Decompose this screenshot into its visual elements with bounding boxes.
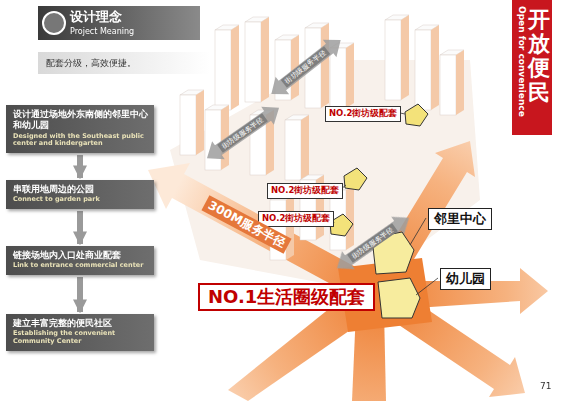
- node-subtext: Establishing the convenient Community Ce…: [13, 330, 148, 346]
- node-text: NO.2街坊级配套: [329, 108, 397, 120]
- service-arrows: [331, 209, 416, 277]
- flow-arrow: [77, 155, 83, 178]
- theme-band: 开放便民Open for convenience: [512, 0, 552, 135]
- residential-towers: [385, 15, 409, 100]
- facility-buildings: [378, 278, 420, 318]
- node-text: NO.2街坊级配套: [262, 213, 330, 225]
- node-text: 幼儿园: [446, 270, 485, 288]
- residential-towers: [245, 17, 269, 102]
- service-arrows: [201, 31, 416, 277]
- facility-callout: 幼儿园: [440, 268, 491, 290]
- node-text: NO.2街坊级配套: [271, 185, 339, 197]
- level-callout: NO.1生活圈级配套: [198, 283, 375, 311]
- facility-callout: NO.2街坊级配套: [325, 106, 401, 122]
- subtitle: Project Meaning: [70, 27, 134, 36]
- step-box: 建立丰富完整的便民社区Establishing the convenient C…: [6, 314, 154, 351]
- service-arrows: [265, 31, 348, 103]
- node-subtext: Link to entrance commercial center: [13, 262, 148, 270]
- header-bar: [38, 6, 210, 74]
- facility-callout: NO.2街坊级配套: [267, 183, 343, 199]
- facility-callout: NO.2街坊级配套: [258, 211, 334, 227]
- residential-towers: [215, 25, 239, 110]
- slide-title: 设计理念: [70, 8, 122, 26]
- node-text: 邻里中心: [434, 210, 486, 228]
- service-arrows: [265, 31, 348, 103]
- step-box: 链接场地内入口处商业配套Link to entrance commercial …: [6, 246, 154, 275]
- leader-lines: [416, 278, 438, 295]
- residential-towers: [285, 115, 309, 180]
- flow-arrow: [77, 277, 83, 312]
- node-text: 开放便民: [528, 8, 550, 105]
- node-text: 链接场地内入口处商业配套: [13, 250, 148, 261]
- intro-note: 配套分级，高效便捷。: [46, 57, 136, 70]
- radius-arrows: [148, 141, 548, 401]
- node-text: NO.1生活圈级配套: [208, 285, 365, 309]
- leader-lines: [410, 218, 426, 245]
- node-subtext: Open for convenience: [517, 6, 527, 117]
- node-text: 建立丰富完整的便民社区: [13, 318, 148, 329]
- residential-towers: [180, 90, 204, 155]
- facility-buildings: [405, 104, 428, 126]
- header-bar: [38, 6, 200, 40]
- node-text: 串联用地周边的公园: [13, 184, 148, 195]
- node-subtext: Connect to garden park: [13, 196, 148, 204]
- step-box: 设计通过场地外东南侧的邻里中心和幼儿园Designed with the Sou…: [6, 105, 154, 153]
- flow-arrow: [77, 211, 83, 244]
- residential-towers: [415, 25, 439, 110]
- node-text: 设计通过场地外东南侧的邻里中心和幼儿园: [13, 109, 148, 132]
- header-bar: [38, 52, 210, 74]
- service-arrows: [331, 209, 416, 277]
- service-arrows: [201, 99, 286, 167]
- facility-buildings: [344, 168, 367, 190]
- residential-towers: [440, 50, 464, 115]
- page-number: 71: [540, 381, 551, 391]
- service-arrows: [201, 99, 286, 167]
- residential-towers: [180, 15, 464, 260]
- leader-lines: [332, 113, 438, 295]
- node-subtext: Designed with the Southeast public cente…: [13, 133, 148, 149]
- step-box: 串联用地周边的公园Connect to garden park: [6, 180, 154, 209]
- facility-callout: 邻里中心: [428, 208, 492, 230]
- header-bar: [43, 12, 65, 34]
